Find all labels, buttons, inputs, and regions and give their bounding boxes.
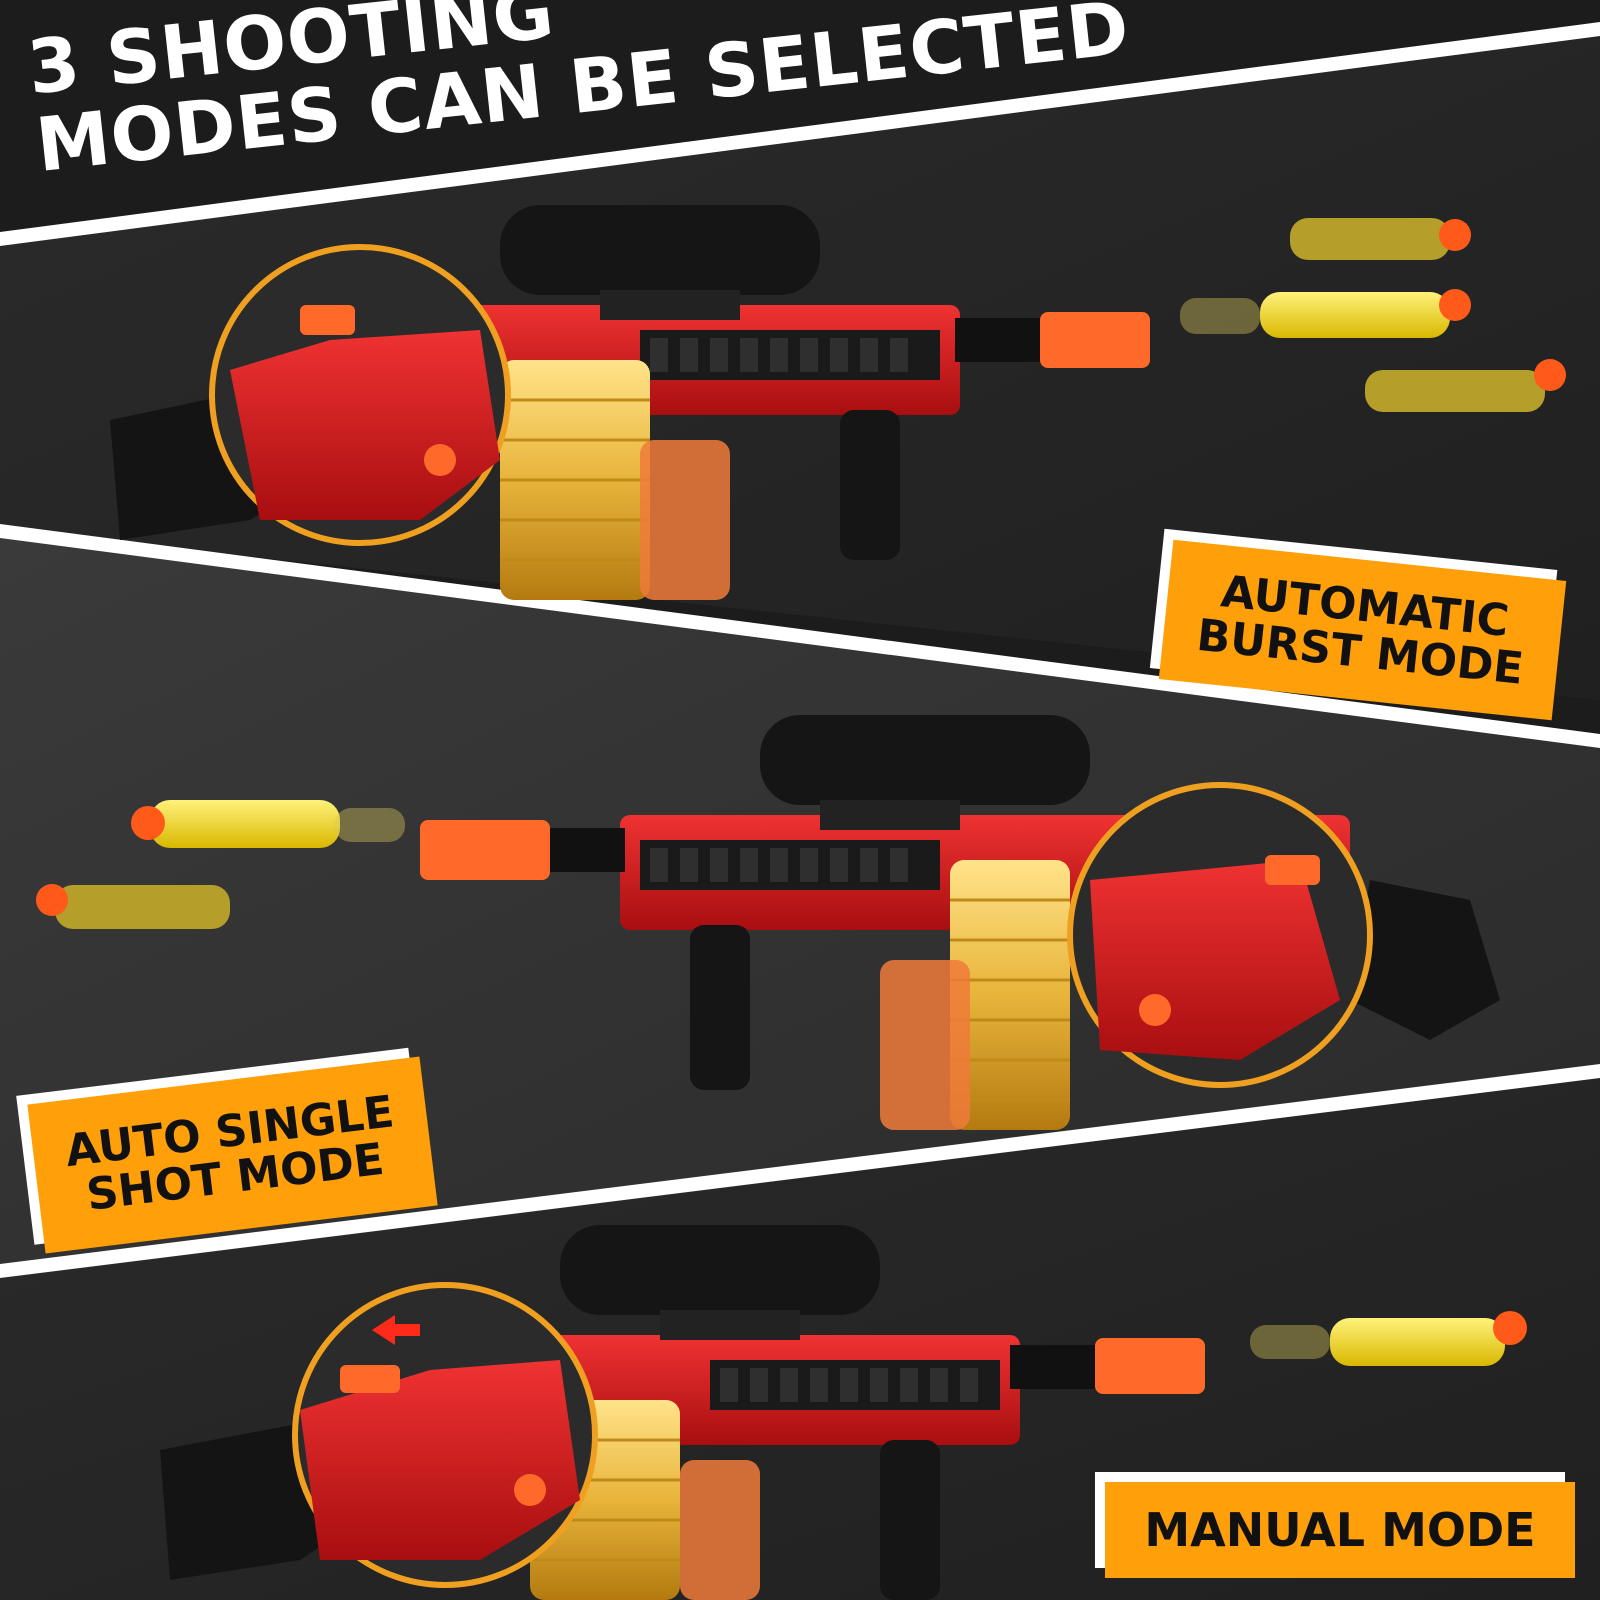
left-arrow-icon [372,1315,420,1345]
divider-bottom [0,1064,1600,1278]
foam-dart-icon [1250,1311,1527,1366]
fire-selector-icon [209,244,511,546]
mode-label-manual: MANUAL MODE [1105,1482,1575,1578]
divider-top [0,22,1600,246]
foam-dart-icon [36,800,405,929]
fire-selector-icon [292,1282,598,1588]
fire-selector-icon [1067,782,1373,1088]
divider-middle [0,524,1600,748]
mode-label-line: MANUAL MODE [1144,1502,1536,1557]
foam-dart-icon [1180,218,1566,412]
